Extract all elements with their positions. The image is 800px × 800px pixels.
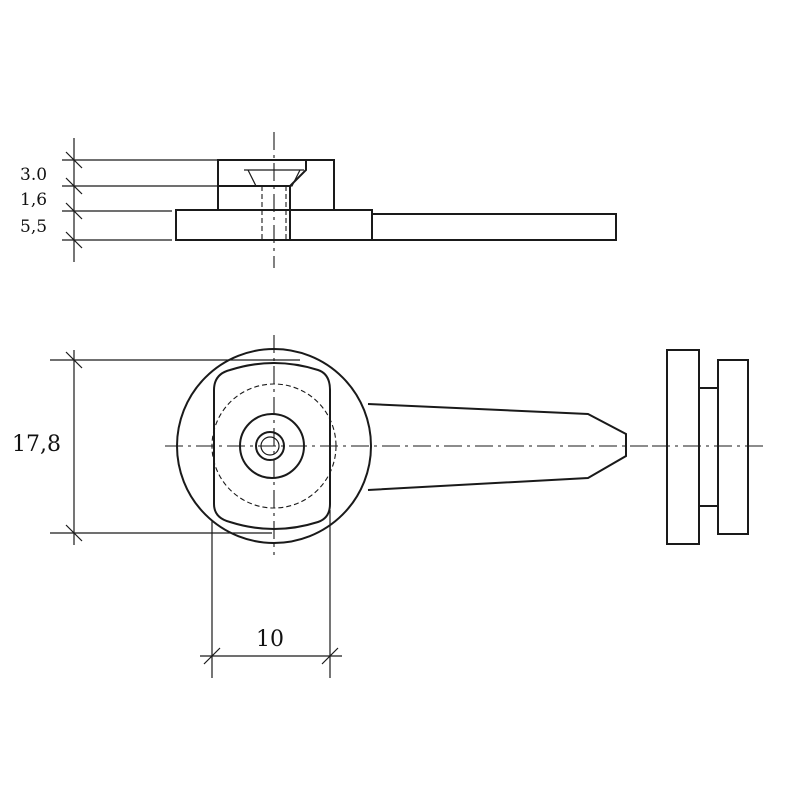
side-right-plate: [717, 359, 749, 535]
dimension-17-8: 17,8: [12, 432, 61, 457]
lever-outline: [367, 403, 627, 491]
side-neck: [698, 387, 719, 507]
hatched-lever: [371, 213, 617, 241]
side-view: [652, 349, 766, 545]
section-view: 3.0 1,6 5,5: [20, 132, 617, 268]
dimension-3-0: 3.0: [20, 165, 47, 185]
base-flange: [175, 209, 291, 241]
side-left-plate: [666, 349, 700, 545]
dimension-1-6: 1,6: [20, 190, 47, 210]
dimension-10: 10: [256, 627, 284, 652]
dimension-ticks: [65, 151, 83, 249]
hatched-body: [289, 159, 373, 241]
front-view: 17,8 10: [12, 335, 650, 678]
flat-boss: [213, 362, 331, 530]
dimension-5-5: 5,5: [20, 217, 47, 237]
